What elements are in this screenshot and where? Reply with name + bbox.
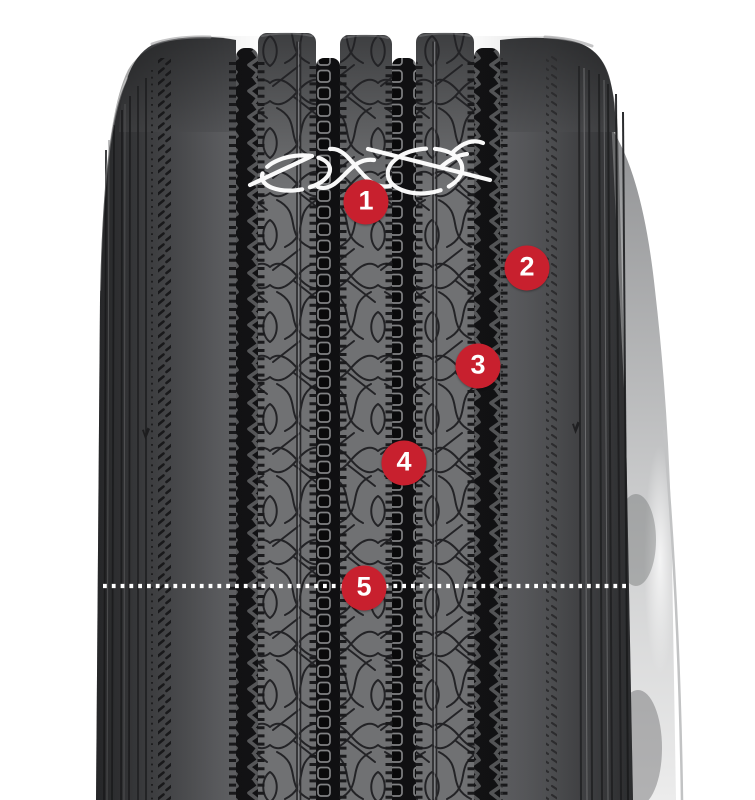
callout-marker-2-label: 2 bbox=[519, 251, 535, 282]
interlocking-sipe-highlight-icon bbox=[247, 139, 493, 196]
callout-marker-5-label: 5 bbox=[356, 571, 372, 602]
lighting-overlay bbox=[96, 36, 633, 800]
callout-marker-3-label: 3 bbox=[470, 349, 486, 380]
callout-marker-1-label: 1 bbox=[358, 185, 374, 216]
callout-marker-4[interactable]: 4 bbox=[381, 440, 427, 486]
callout-marker-2[interactable]: 2 bbox=[504, 245, 550, 291]
callout-marker-3[interactable]: 3 bbox=[455, 343, 501, 389]
callout-marker-1[interactable]: 1 bbox=[343, 179, 389, 225]
crown-highlights bbox=[99, 32, 594, 291]
callout-marker-5[interactable]: 5 bbox=[341, 565, 387, 611]
callout-marker-4-label: 4 bbox=[396, 446, 412, 477]
